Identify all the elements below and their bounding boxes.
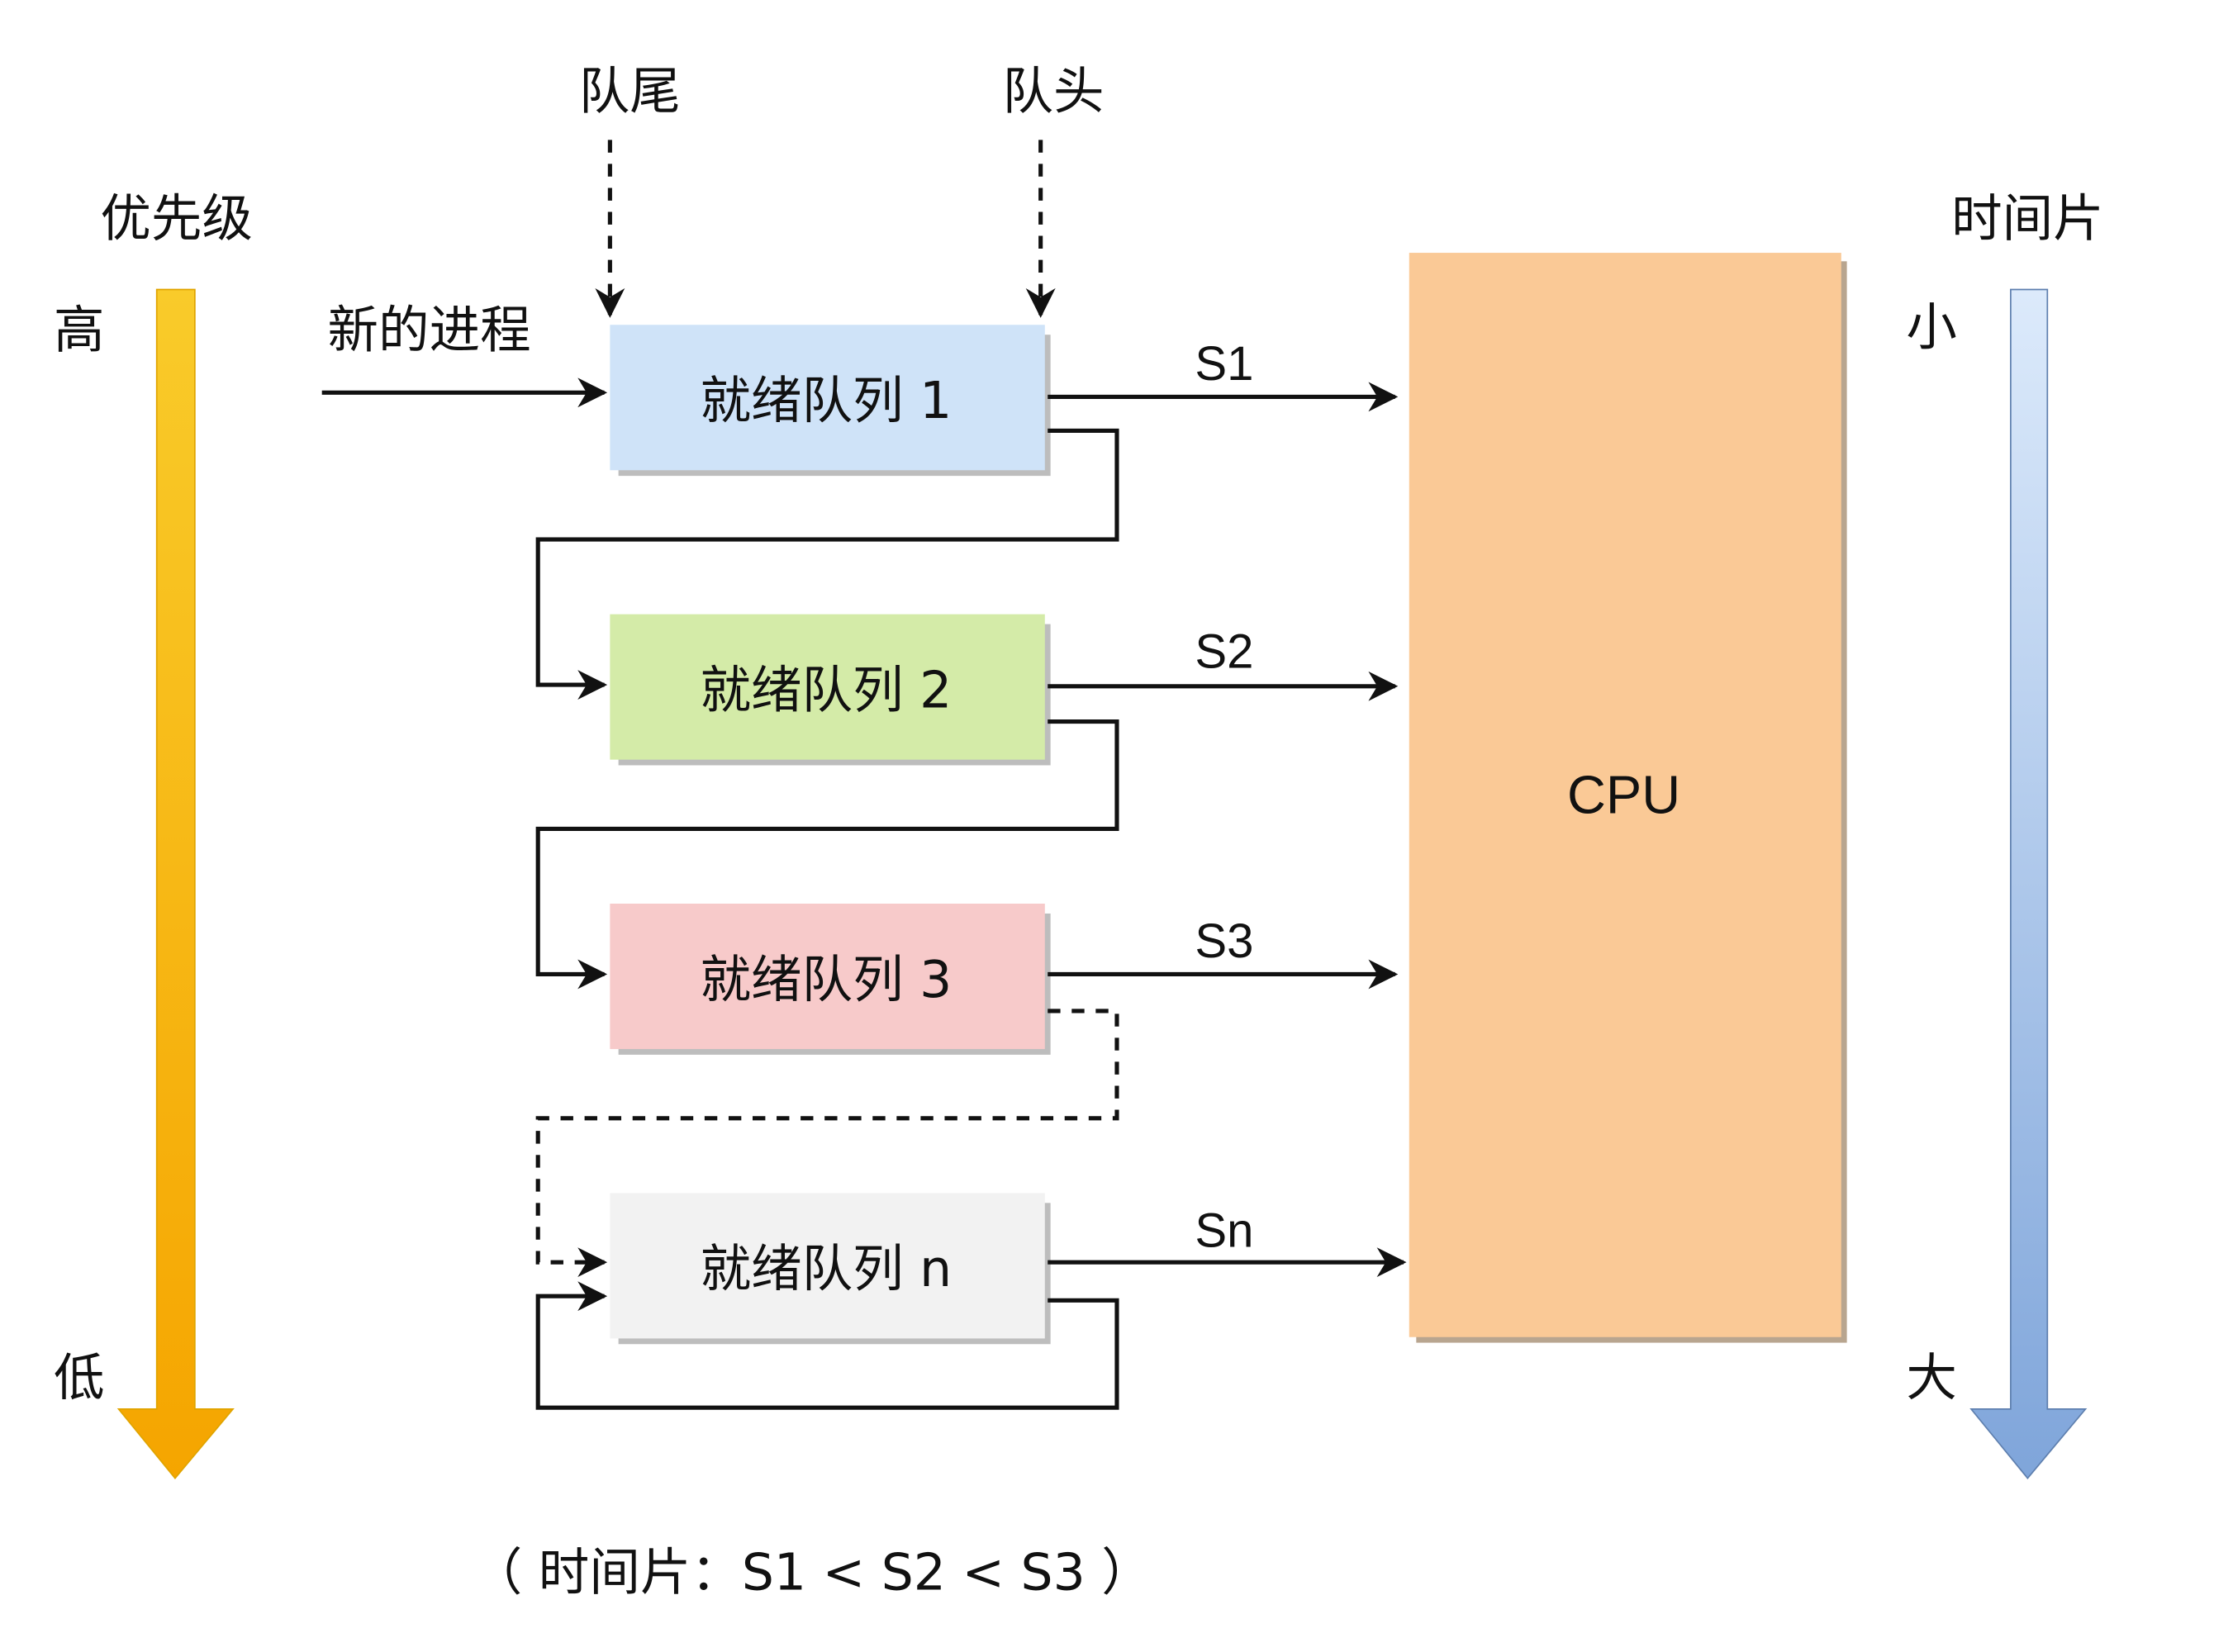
ready-queue-1: 就绪队列 1: [610, 325, 1051, 477]
priority-low-label: 低: [54, 1348, 105, 1408]
caption: （ 时间片：S1 < S2 < S3 ）: [472, 1543, 1152, 1602]
ready-queue-2: 就绪队列 2: [610, 614, 1051, 766]
timeslice-title: 时间片: [1951, 189, 2104, 249]
queue1-to-queue2-arrow: [535, 428, 1119, 700]
priority-high-label: 高: [54, 301, 105, 360]
slice-label-s3: S3: [1195, 914, 1253, 968]
cpu-box: [1409, 253, 1841, 1337]
new-process-label: 新的进程: [328, 301, 531, 360]
queue-box: [610, 614, 1045, 760]
queue-box: [610, 904, 1045, 1050]
cpu-label: CPU: [1567, 765, 1680, 825]
queue-box: [610, 325, 1045, 471]
queue-box: [610, 1193, 1045, 1339]
queue-tail-label: 队尾: [579, 62, 681, 121]
timeslice-small-label: 小: [1906, 297, 1957, 357]
timeslice-arrow-icon: [1969, 288, 2088, 1479]
queue-label: 就绪队列 2: [700, 660, 952, 719]
timeslice-large-label: 大: [1906, 1348, 1957, 1408]
queue3-to-queuen-dashed-arrow: [535, 1009, 1119, 1278]
queue-label: 就绪队列 1: [700, 371, 952, 430]
slice-label-sn: Sn: [1195, 1203, 1253, 1257]
priority-title: 优先级: [100, 189, 253, 249]
queue2-to-queue3-arrow: [535, 719, 1119, 990]
queue-head-label: 队头: [1003, 62, 1105, 121]
ready-queue-3: 就绪队列 3: [610, 904, 1051, 1055]
slice-label-s2: S2: [1195, 625, 1253, 679]
priority-arrow-icon: [116, 288, 235, 1479]
queuen-loop-arrow: [535, 1281, 1119, 1410]
slice-label-s1: S1: [1195, 337, 1253, 391]
ready-queue-n: 就绪队列 n: [610, 1193, 1051, 1345]
queue-label: 就绪队列 n: [701, 1239, 953, 1298]
queue-label: 就绪队列 3: [700, 950, 952, 1009]
